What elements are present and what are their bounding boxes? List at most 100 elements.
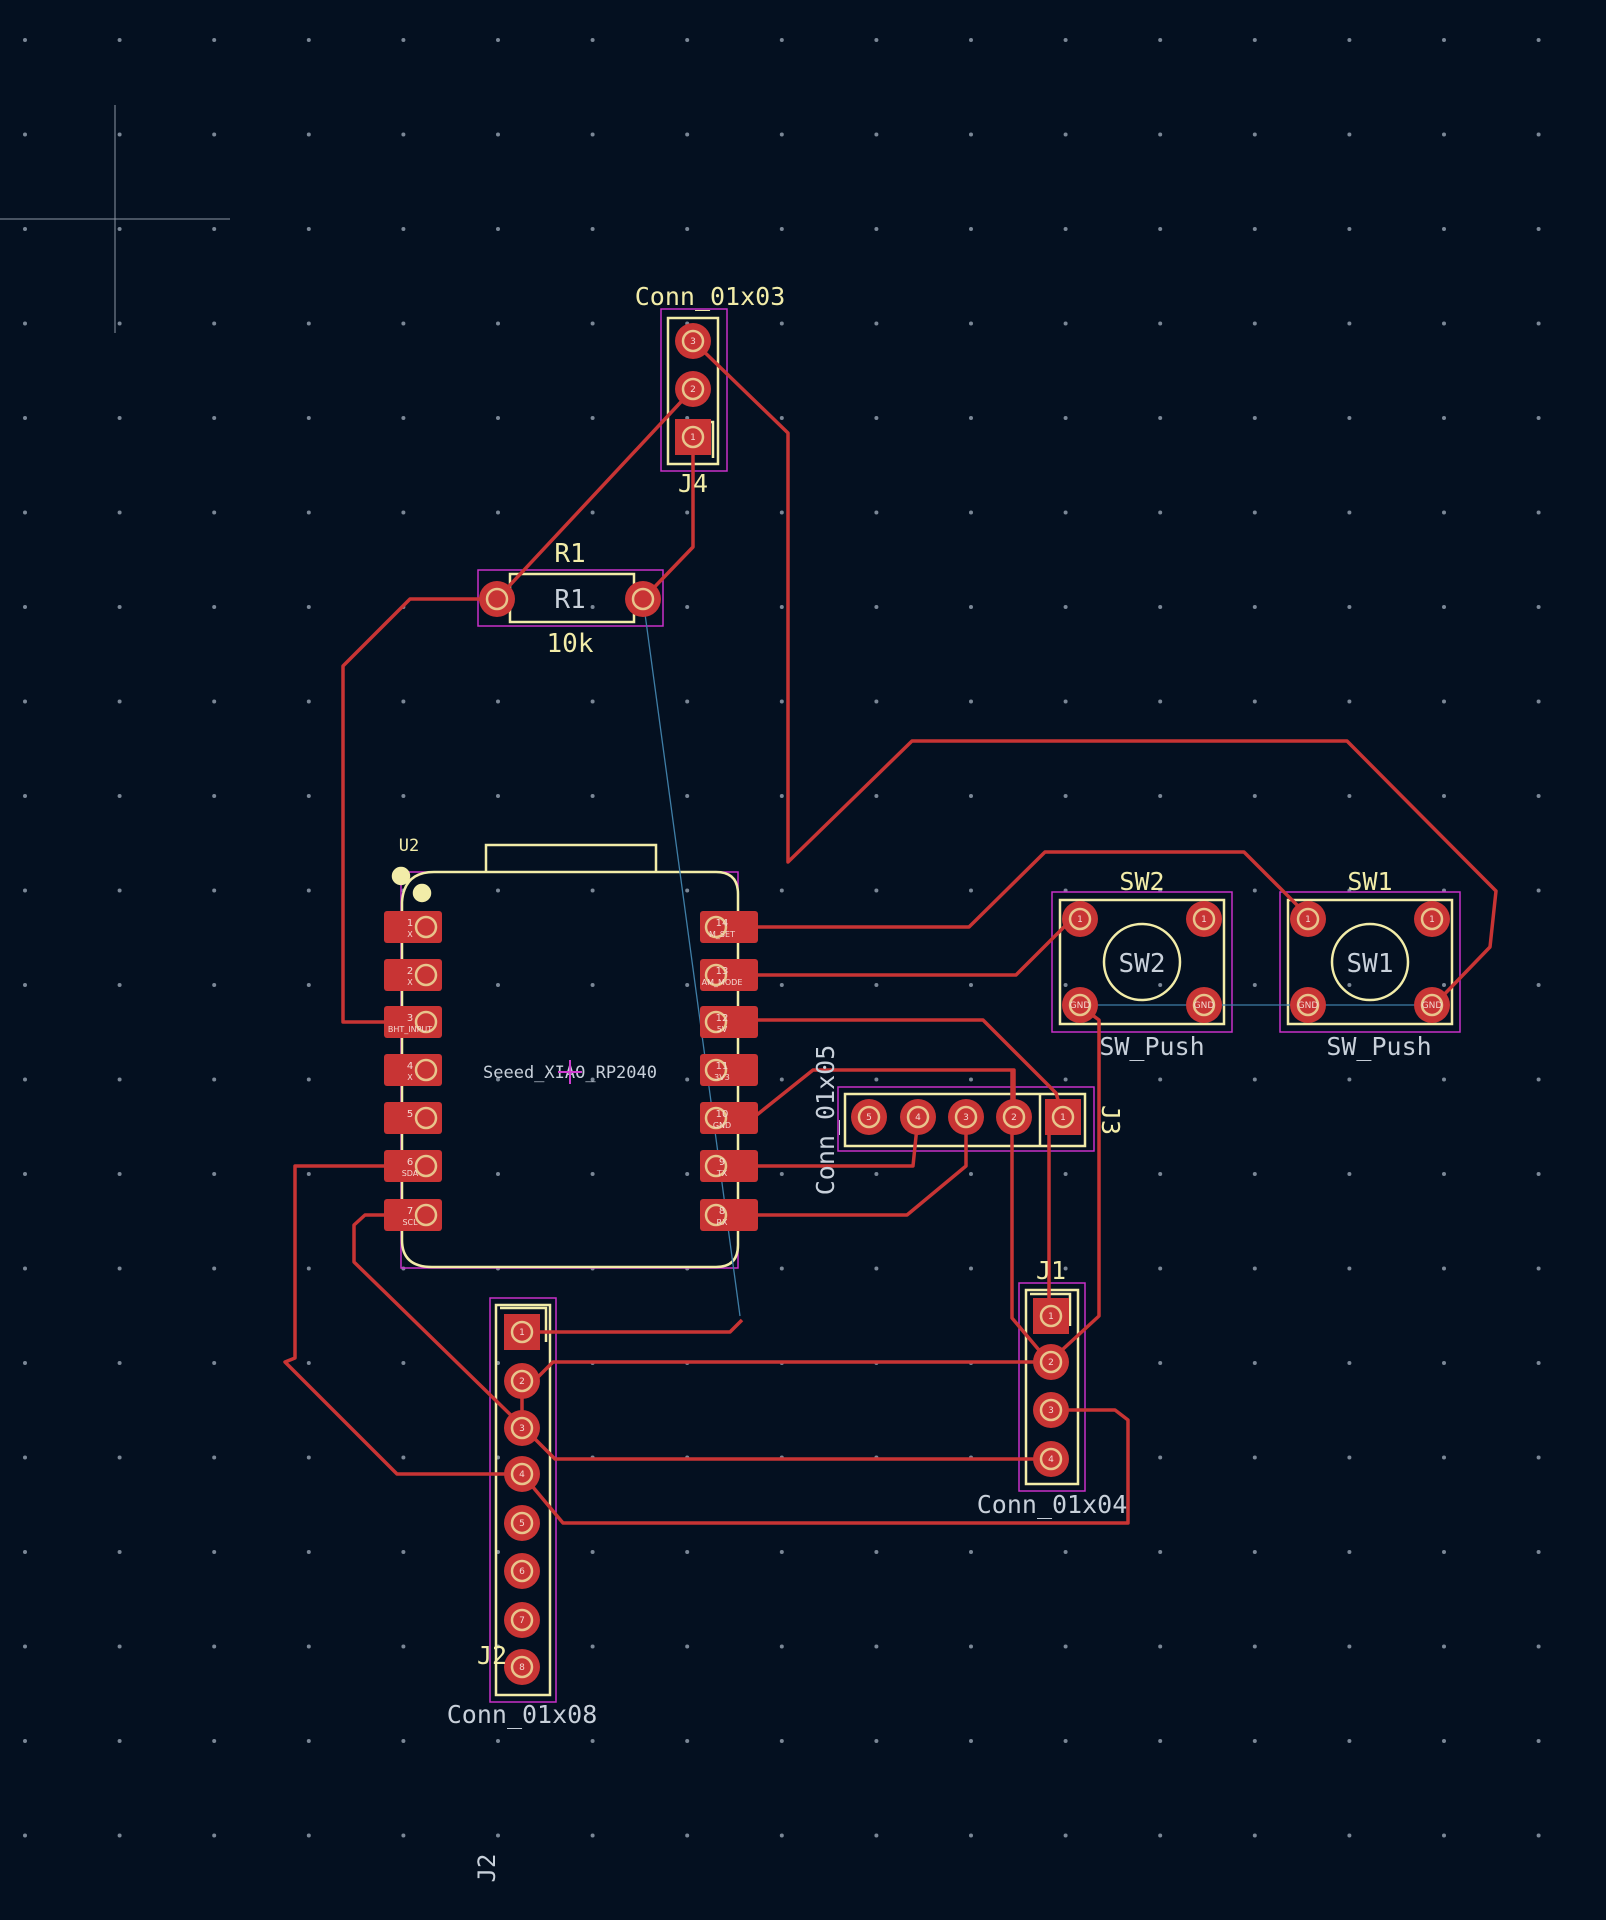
grid-dot [874, 605, 879, 609]
j1-pad-3[interactable]: 3 [1033, 1392, 1069, 1428]
grid-dot [1347, 227, 1352, 231]
sw2-pad-1a[interactable]: 1 [1062, 901, 1098, 937]
grid-dot [969, 1644, 973, 1649]
grid-dot [212, 1739, 217, 1743]
r1-pad-2[interactable] [625, 581, 661, 617]
grid-dot [23, 1833, 27, 1838]
grid-dot [212, 888, 217, 893]
sw1-pad-1b[interactable]: 1 [1414, 901, 1450, 937]
pad-number: 4 [519, 1470, 525, 1480]
u2-pin-number: 12 [716, 1013, 729, 1024]
grid-dot [1158, 321, 1163, 326]
r1-ref-label: R1 [554, 539, 585, 569]
u2-pad-4[interactable]: 4X [384, 1054, 442, 1086]
sw1-pad-2b[interactable]: GND [1414, 987, 1450, 1023]
sw1-pad-2a[interactable]: GND [1290, 987, 1326, 1023]
sw2-pad-2a[interactable]: GND [1062, 987, 1098, 1023]
grid-dot [779, 132, 784, 137]
grid-dot [969, 983, 973, 987]
j4-pad-2[interactable]: 2 [675, 371, 711, 407]
j2-pad-7[interactable]: 7 [504, 1602, 540, 1638]
j2-pad-4[interactable]: 4 [504, 1456, 540, 1492]
grid-dot [23, 1077, 27, 1082]
j2-pad-2[interactable]: 2 [504, 1363, 540, 1399]
j4-pad-1[interactable]: 1 [675, 419, 711, 455]
j2-pad-3[interactable]: 3 [504, 1410, 540, 1446]
grid-dot [306, 1077, 311, 1082]
grid-dot [306, 416, 311, 420]
u2-pad-5[interactable]: 5 [384, 1102, 442, 1134]
j2-pad-6[interactable]: 6 [504, 1553, 540, 1589]
j2-pad-5[interactable]: 5 [504, 1505, 540, 1541]
grid-dot [685, 888, 690, 893]
grid-dot [1442, 1739, 1446, 1743]
grid-dot [401, 1361, 406, 1365]
u2-pin-number: 11 [716, 1061, 729, 1072]
j3-pad-3[interactable]: 3 [948, 1099, 984, 1135]
u2-pin-name: X [407, 1073, 413, 1082]
grid-dot [1063, 38, 1068, 42]
grid-dot [685, 1739, 690, 1743]
sw2-pad-2b[interactable]: GND [1186, 987, 1222, 1023]
j3-pad-2[interactable]: 2 [996, 1099, 1032, 1135]
grid-dot [874, 1739, 879, 1743]
track-r1-u2p3 [341, 597, 497, 1024]
j3-pad-4[interactable]: 4 [900, 1099, 936, 1135]
grid-dot [590, 1833, 595, 1838]
grid-dot [117, 510, 122, 515]
u2-pad-1[interactable]: 1X [384, 911, 442, 943]
grid-dot [212, 1833, 217, 1838]
u2-pad-8[interactable]: 8RX [700, 1199, 758, 1231]
u2-pin1-dot [391, 866, 411, 886]
sw1-pad-1a[interactable]: 1 [1290, 901, 1326, 937]
grid-dot [779, 888, 784, 893]
j2-pad-8[interactable]: 8 [504, 1649, 540, 1685]
grid-dot [1536, 510, 1541, 515]
u2-pad-14[interactable]: 14M_SET [700, 911, 758, 943]
grid-dot [401, 1455, 406, 1460]
j2-pad-1[interactable]: 1 [504, 1314, 540, 1350]
grid-dot [685, 132, 690, 137]
j3-pad-1[interactable]: 1 [1045, 1099, 1081, 1135]
j2-outline [494, 1303, 552, 1697]
grid-dot [212, 794, 217, 798]
j3-pad-5[interactable]: 5 [851, 1099, 887, 1135]
grid-dot [779, 1644, 784, 1649]
grid-dot [496, 1077, 500, 1082]
grid-dot [1536, 227, 1541, 231]
grid-dot [1252, 1833, 1257, 1838]
u2-pin-name: SDA [402, 1169, 419, 1178]
u2-pin-name: AM_MODE [702, 978, 743, 987]
j1-pad-4[interactable]: 4 [1033, 1441, 1069, 1477]
track-j1p4-j2p3 [520, 1393, 1049, 1461]
grid-dot [23, 1644, 27, 1649]
grid-dot [1158, 132, 1163, 137]
r1-pad-1[interactable] [479, 581, 515, 617]
j1-pad-2[interactable]: 2 [1033, 1344, 1069, 1380]
grid-dot [496, 132, 500, 137]
u2-pad-9[interactable]: 9TX [700, 1150, 758, 1182]
grid-dot [1347, 38, 1352, 42]
grid-dot [969, 321, 973, 326]
u2-pin1-dot-2 [412, 883, 432, 903]
u2-pad-2[interactable]: 2X [384, 959, 442, 991]
grid-dot [685, 227, 690, 231]
u2-pin-name: X [407, 930, 413, 939]
grid-dot [1252, 1077, 1257, 1082]
u2-pin-number: 7 [407, 1206, 413, 1217]
sw2-pad-1b[interactable]: 1 [1186, 901, 1222, 937]
j1-pad-1[interactable]: 1 [1033, 1298, 1069, 1334]
sw2-outline [1058, 898, 1226, 1026]
grid-dot [874, 1077, 879, 1082]
j4-pad-3[interactable]: 3 [675, 323, 711, 359]
grid-dot [685, 1833, 690, 1838]
